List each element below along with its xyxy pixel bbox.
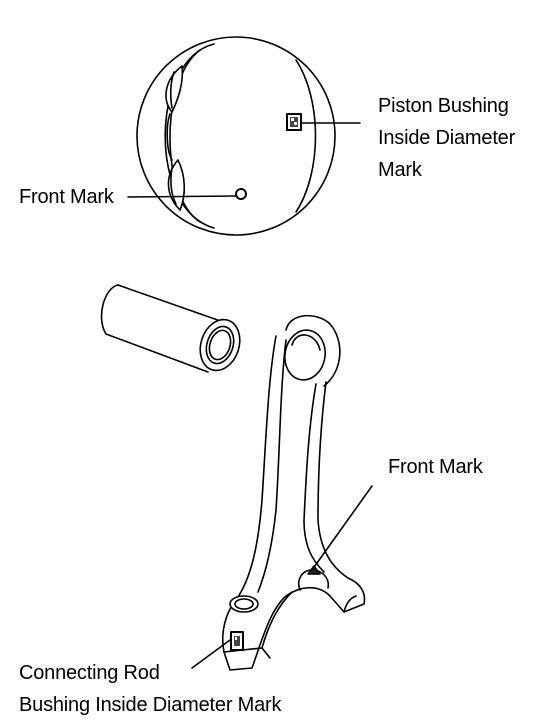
piston-bushing-mark-label-line2: Inside Diameter: [378, 127, 516, 149]
piston-front-mark-label-text: Front Mark: [19, 186, 114, 208]
piston-top-view: [136, 36, 336, 236]
rod-front-mark-label: Front Mark: [388, 451, 483, 483]
piston-front-mark-label: Front Mark: [19, 181, 114, 213]
rod-bushing-mark-label-line1: Connecting Rod: [19, 662, 160, 684]
piston-bushing-mark-label-line3: Mark: [378, 159, 422, 181]
rod-front-mark: [307, 565, 321, 575]
piston-bushing-mark-label-line1: Piston Bushing: [378, 95, 509, 117]
piston-front-mark: [235, 188, 247, 200]
piston-front-leader: [127, 195, 237, 198]
connecting-rod: [221, 314, 366, 671]
rod-front-leader: [311, 485, 373, 571]
rod-front-mark-label-text: Front Mark: [388, 456, 483, 478]
piston-pin: [100, 284, 241, 373]
rod-bushing-mark-label: Connecting Rod Bushing Inside Diameter M…: [19, 657, 281, 721]
rod-bushing-mark-label-line2: Bushing Inside Diameter Mark: [19, 694, 282, 716]
piston-bushing-mark-label: Piston Bushing Inside Diameter Mark: [378, 90, 515, 186]
rod-bushing-leader: [191, 639, 231, 669]
